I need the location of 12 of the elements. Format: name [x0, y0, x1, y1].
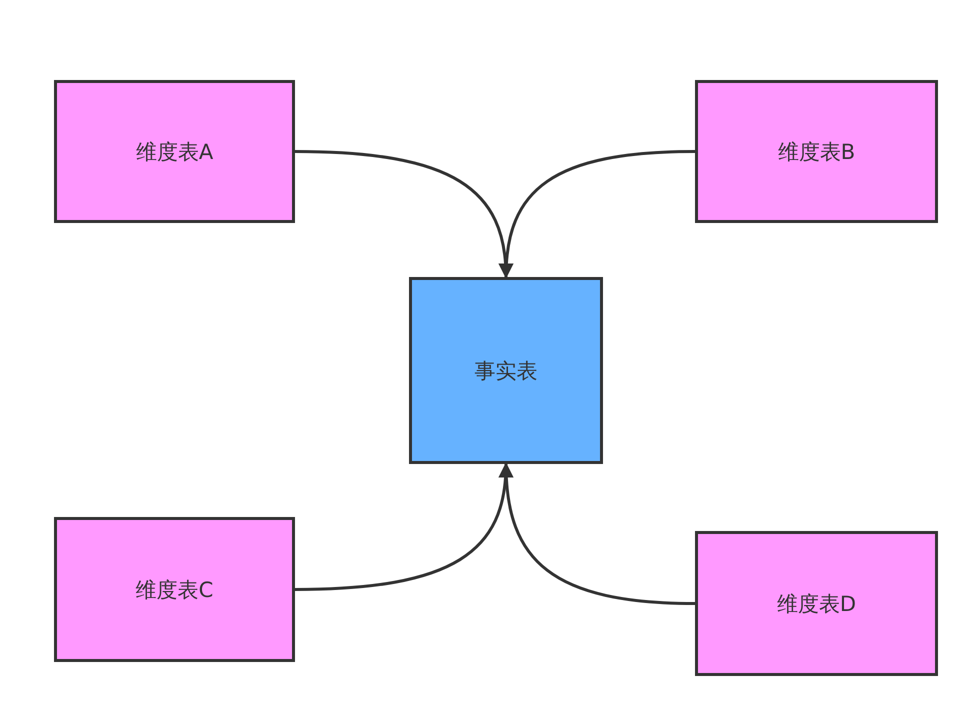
curved-arrow [499, 462, 696, 605]
dimension-table-box [695, 531, 938, 676]
node-label: 维度表C [136, 576, 214, 604]
dimension-table-box [54, 80, 295, 223]
curved-arrow [499, 150, 696, 278]
node-label: 维度表B [778, 138, 856, 166]
node-label: 维度表A [136, 138, 214, 166]
node-label: 事实表 [474, 358, 538, 384]
fact-table-box [409, 277, 603, 464]
dimension-table-box [54, 517, 295, 662]
node-label: 维度表D [776, 590, 856, 618]
dimension-table-box [695, 80, 938, 223]
